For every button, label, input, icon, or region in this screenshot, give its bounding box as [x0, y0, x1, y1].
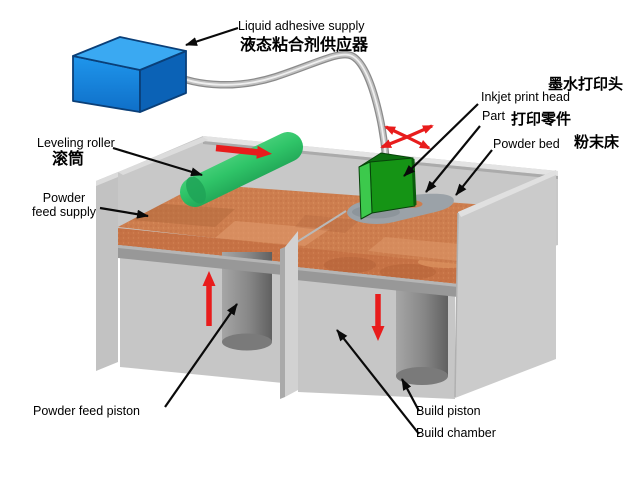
arrow-build-piston [401, 378, 420, 412]
arrow-liquid-adhesive-supply [185, 26, 239, 47]
label-powder-feed-supply-line1: Powder [42, 191, 86, 205]
label-part-zh: 打印零件 [511, 110, 572, 128]
bed-divider-seam [288, 210, 347, 248]
label-powder-feed-supply-line2: feed supply [32, 205, 96, 219]
left-outer-wall [96, 172, 118, 371]
arrow-build-chamber [336, 329, 420, 435]
arrow-powder-feed-supply [99, 206, 149, 219]
arrow-part [425, 125, 481, 193]
chamber-partition-wall [280, 231, 298, 399]
label-powder-feed-supply: Powder feed supply [26, 191, 102, 219]
arrow-leveling-roller [112, 146, 203, 177]
label-build-chamber: Build chamber [416, 426, 496, 440]
right-motion-arrow-icon [215, 144, 272, 159]
four-way-motion-arrow-icon [380, 124, 434, 150]
arrow-powder-feed-piston [164, 303, 238, 408]
right-outer-wall [454, 170, 556, 398]
label-build-piston: Build piston [416, 404, 481, 418]
label-inkjet-print-head-en: Inkjet print head [481, 90, 570, 104]
adhesive-tube [166, 50, 390, 161]
label-powder-bed-zh: 粉末床 [574, 133, 620, 151]
label-leveling-roller-zh: 滚筒 [52, 149, 85, 168]
build-piston-plate [296, 267, 458, 297]
label-arrows [99, 26, 493, 435]
label-leveling-roller-en: Leveling roller [37, 136, 115, 150]
label-powder-bed-en: Powder bed [493, 137, 560, 151]
label-part-en: Part [482, 109, 505, 123]
feed-piston-plate [118, 245, 293, 276]
build-piston [396, 284, 448, 385]
label-liquid-adhesive-supply-en: Liquid adhesive supply [238, 19, 365, 33]
adhesive-supply-box [72, 36, 187, 113]
label-inkjet-print-head-zh: 墨水打印头 [548, 75, 624, 93]
arrow-inkjet-print-head [403, 103, 479, 177]
label-powder-feed-piston: Powder feed piston [33, 404, 141, 418]
leveling-roller [180, 132, 303, 207]
label-liquid-adhesive-supply-zh: 液态粘合剂供应器 [240, 35, 369, 54]
arrow-powder-bed [455, 149, 493, 196]
